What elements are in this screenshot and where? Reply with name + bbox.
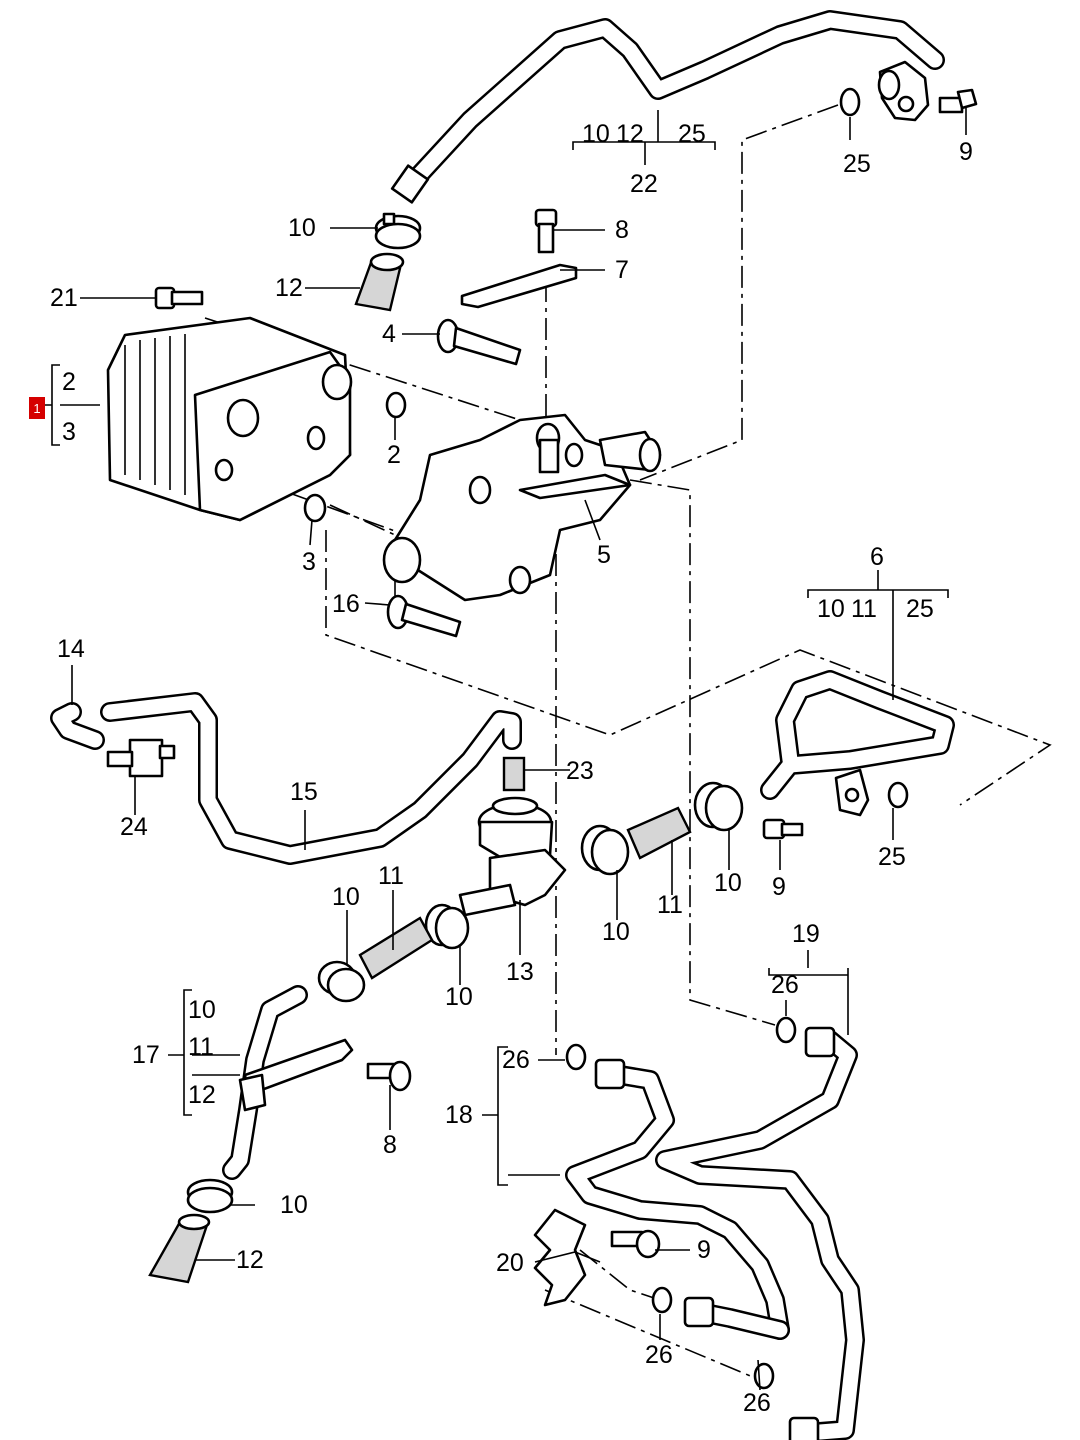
hose-14 (50, 702, 105, 750)
callout-5: 5 (597, 541, 611, 569)
callout-10-d: 10 (714, 869, 742, 897)
bolt-16 (386, 594, 462, 638)
callout-12-bottom: 12 (236, 1246, 264, 1274)
hose-18 (565, 1058, 790, 1340)
callout-12-top: 12 (275, 274, 303, 302)
screw-9-top (938, 88, 978, 114)
callout-4: 4 (382, 320, 396, 348)
callout-23: 23 (566, 757, 594, 785)
callout-10-e: 10 (280, 1191, 308, 1219)
callout-9-top: 9 (959, 138, 973, 166)
screw-8-bottom (366, 1060, 412, 1092)
callout-9-bottom: 9 (697, 1236, 711, 1264)
callout-22: 22 (630, 170, 658, 198)
hose-22 (390, 10, 945, 204)
callout-3: 3 (302, 548, 316, 576)
o-ring-25-mid (887, 781, 909, 809)
callout-17-c: 12 (188, 1081, 216, 1109)
callout-25-mid: 25 (878, 843, 906, 871)
callout-1-top: 2 (62, 368, 76, 396)
callout-19: 19 (792, 920, 820, 948)
sleeve-11-a (626, 806, 692, 860)
screw-9-mid (762, 818, 804, 840)
svg-text:1: 1 (33, 401, 40, 416)
o-ring-26-a (775, 1016, 797, 1044)
callout-10-c: 10 (602, 918, 630, 946)
hose-6 (760, 670, 955, 817)
callout-26-a: 26 (502, 1046, 530, 1074)
callout-6: 6 (870, 543, 884, 571)
callout-11-a: 11 (378, 862, 404, 890)
callout-18: 18 (445, 1101, 473, 1129)
clamp-10-row-b (693, 781, 744, 832)
callout-17-a: 10 (188, 996, 216, 1024)
screw-9-bottom (610, 1229, 661, 1259)
callout-19-a: 26 (771, 971, 799, 999)
clamp-10-bottom (186, 1178, 234, 1214)
callout-8-bottom: 8 (383, 1131, 397, 1159)
oil-cooler-1 (106, 316, 353, 522)
clamp-10-row-c (424, 903, 470, 950)
bracket-20 (533, 1208, 587, 1307)
callout-25-top: 25 (843, 150, 871, 178)
hose-19 (655, 1026, 865, 1440)
bracket-7 (460, 263, 578, 309)
sleeve-11-b (358, 916, 434, 980)
callout-10-top: 10 (288, 214, 316, 242)
callout-24: 24 (120, 813, 148, 841)
o-ring-26-d (753, 1362, 775, 1390)
clamp-10-row-d (317, 960, 366, 1003)
callout-20: 20 (496, 1249, 524, 1277)
callout-26-c: 26 (743, 1389, 771, 1417)
callout-10-b: 10 (445, 983, 473, 1011)
clamp-10-row-a (580, 824, 630, 876)
callout-9-mid: 9 (772, 873, 786, 901)
line-15 (100, 692, 522, 865)
screw-8-top (534, 208, 558, 254)
callout-labels: 2 3 21 10 12 8 7 4 2 3 5 16 10 12 25 22 … (50, 120, 973, 1417)
highlight-badge: 1 (29, 397, 45, 419)
o-ring-3 (303, 493, 327, 523)
callout-11-b: 11 (657, 891, 683, 919)
callout-22-b: 12 (616, 120, 644, 148)
callout-16: 16 (332, 590, 360, 618)
callout-10-a: 10 (332, 883, 360, 911)
clamp-10-top (374, 212, 422, 250)
callout-22-a: 10 (582, 120, 610, 148)
callout-15: 15 (290, 778, 318, 806)
housing-5 (382, 413, 662, 602)
callout-21: 21 (50, 284, 78, 312)
sleeve-23 (502, 756, 526, 792)
valve-24 (106, 738, 176, 778)
o-ring-26-c (651, 1286, 673, 1314)
sleeve-12-top (354, 252, 405, 312)
sleeve-12-bottom (148, 1213, 211, 1284)
callout-26-b: 26 (645, 1341, 673, 1369)
callout-6-c: 25 (906, 595, 934, 623)
callout-17-b: 11 (188, 1033, 214, 1061)
callout-2: 2 (387, 441, 401, 469)
damper-13 (458, 796, 567, 917)
hose-17 (222, 985, 354, 1180)
callout-6-a: 10 (817, 595, 845, 623)
leader-lines (40, 108, 967, 1391)
o-ring-26-b (565, 1043, 587, 1071)
bolt-21 (154, 286, 204, 310)
callout-7: 7 (615, 256, 629, 284)
callout-22-c: 25 (678, 120, 706, 148)
callout-1-bottom: 3 (62, 418, 76, 446)
callout-6-b: 11 (851, 595, 877, 623)
callout-14: 14 (57, 635, 85, 663)
o-ring-25-top (839, 87, 861, 117)
callout-13: 13 (506, 958, 534, 986)
bolt-4 (436, 318, 522, 366)
o-ring-2 (385, 391, 407, 419)
callout-17: 17 (132, 1041, 160, 1069)
callout-8-top: 8 (615, 216, 629, 244)
